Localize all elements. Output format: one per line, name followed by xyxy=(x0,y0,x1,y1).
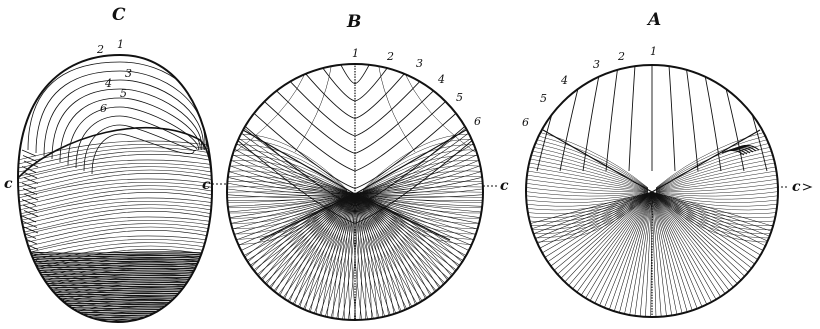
fibre-line xyxy=(10,220,215,242)
figure-b-number-6: 6 xyxy=(474,115,481,128)
fibre-arc-upper xyxy=(28,62,207,150)
figure-c: C 2 1 3 4 5 6 c c xyxy=(4,5,226,329)
figure-b-number-5: 5 xyxy=(456,91,463,104)
figure-a-number-3: 3 xyxy=(593,58,600,71)
fibre-hatch xyxy=(22,150,36,156)
fibre-meridian xyxy=(748,51,790,171)
figure-b-title: B xyxy=(346,12,361,32)
fibre-line xyxy=(10,144,215,166)
fibre-line xyxy=(652,192,692,310)
fibre-hatch xyxy=(22,299,36,305)
fibre-hatch xyxy=(23,271,37,277)
fibre-hatch xyxy=(23,288,37,294)
fibre-line xyxy=(10,227,215,249)
fibre-hatch xyxy=(22,266,36,272)
figure-c-lens xyxy=(10,55,215,329)
fibre-line xyxy=(10,170,215,192)
fibre-line xyxy=(355,194,441,287)
fibre-arc-upper xyxy=(68,107,199,165)
figure-c-number-5: 5 xyxy=(120,87,127,100)
figure-a-title: A xyxy=(646,10,661,30)
fibre-hatch xyxy=(23,205,37,211)
fibre-hatch xyxy=(24,310,38,316)
fibre-line xyxy=(10,182,215,204)
fibre-meridian xyxy=(629,51,636,171)
fibre-hatch xyxy=(24,178,38,184)
figure-c-title: C xyxy=(112,5,126,25)
figure-c-number-1: 1 xyxy=(117,38,124,51)
figure-a-number-4: 4 xyxy=(560,74,568,87)
fibre-patch xyxy=(725,149,747,154)
figure-c-number-6: 6 xyxy=(100,102,107,115)
fibre-meridian xyxy=(514,51,556,171)
fibre-line xyxy=(10,208,215,230)
figure-b-number-3: 3 xyxy=(416,57,423,70)
figure-a-number-2: 2 xyxy=(617,50,625,63)
figure-b-number-2: 2 xyxy=(386,50,394,63)
fibre-line xyxy=(619,192,652,313)
figure-a-number-5: 5 xyxy=(540,92,547,105)
figure-a-axis-right: c xyxy=(792,179,801,195)
figure-b-axis-right: c xyxy=(500,178,509,194)
fibre-line xyxy=(10,319,215,329)
fibre-hatch xyxy=(22,282,36,288)
figure-c-axis-left: c xyxy=(4,176,13,192)
figure-a-axis-arrow xyxy=(803,184,811,190)
fibre-line xyxy=(10,151,215,173)
fibre-line xyxy=(10,201,215,223)
figure-b-number-1: 1 xyxy=(352,47,359,60)
figure-a: A 1 2 3 4 5 6 c xyxy=(514,10,811,317)
figure-a-number-6: 6 xyxy=(522,116,529,129)
fibre-meridian xyxy=(668,51,675,171)
figure-c-axis-right: c xyxy=(202,177,211,193)
fibre-hatch xyxy=(24,293,38,299)
fibre-line xyxy=(10,189,215,211)
fibre-hatch xyxy=(23,304,37,310)
fibre-meridian xyxy=(700,51,721,171)
fibre-meridian xyxy=(421,52,535,152)
figure-c-lower-fibres xyxy=(10,141,215,329)
figure-a-number-1: 1 xyxy=(650,45,657,58)
fibre-hatch xyxy=(24,227,38,233)
figure-c-number-4: 4 xyxy=(104,77,112,90)
fibre-hatch xyxy=(24,277,38,283)
fibre-line xyxy=(10,163,215,185)
figure-b-number-4: 4 xyxy=(437,73,445,86)
figure-c-number-2: 2 xyxy=(96,43,104,56)
fibre-hatch xyxy=(22,216,36,222)
figure-c-number-3: 3 xyxy=(125,67,132,80)
